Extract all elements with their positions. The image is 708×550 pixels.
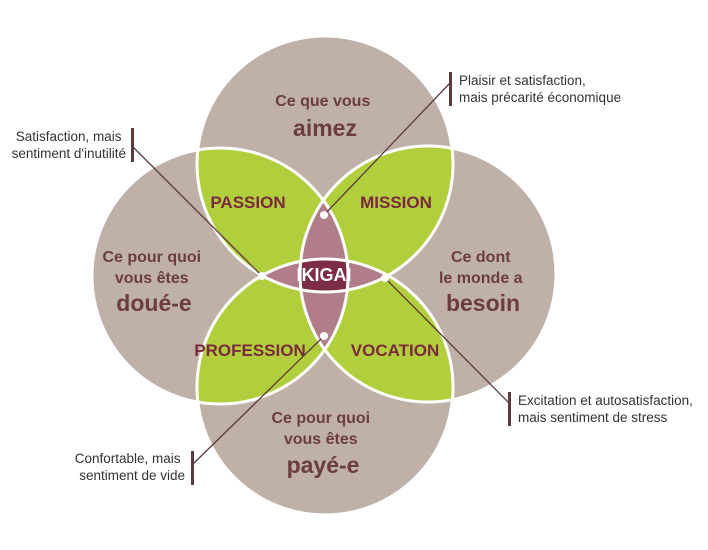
leader-bottom-right (384, 277, 511, 405)
annotation-bars (131, 72, 511, 485)
annotation-top-right: Plaisir et satisfaction, mais précarité … (459, 72, 621, 105)
circle-bottom-label: Ce pour quoi vous êtes payé-e (271, 410, 374, 478)
annotation-bottom-left: Confortable, mais sentiment de vide (75, 450, 185, 483)
dot-top (320, 211, 328, 219)
circle-right-label: Ce dont le monde a besoin (439, 249, 527, 316)
annotation-bottom-right: Excitation et autosatisfaction, mais sen… (518, 392, 697, 425)
leader-dots (258, 211, 389, 340)
annotation-top-left: Satisfaction, mais sentiment d'inutilité (12, 128, 126, 161)
circle-outlines (90, 34, 558, 517)
leader-top-right (323, 81, 452, 216)
passion-label: PASSION (210, 193, 285, 212)
dot-bottom (320, 332, 328, 340)
profession-label: PROFESSION (194, 341, 305, 360)
leader-bottom-left (191, 335, 325, 466)
bar-bottom-left (191, 451, 194, 485)
vocation-label: VOCATION (351, 341, 439, 360)
circle-left-label: Ce pour quoi vous êtes doué-e (102, 249, 205, 316)
mission-label: MISSION (360, 193, 432, 212)
bar-top-right (449, 72, 452, 106)
dot-right (381, 274, 389, 282)
dot-left (258, 272, 266, 280)
ikigai-label: IKIGAI (296, 265, 351, 285)
circle-top-label: Ce que vous aimez (275, 93, 375, 141)
bar-top-left (131, 128, 134, 162)
bar-bottom-right (508, 392, 511, 426)
leader-top-left (131, 145, 263, 277)
leader-lines (131, 81, 511, 466)
